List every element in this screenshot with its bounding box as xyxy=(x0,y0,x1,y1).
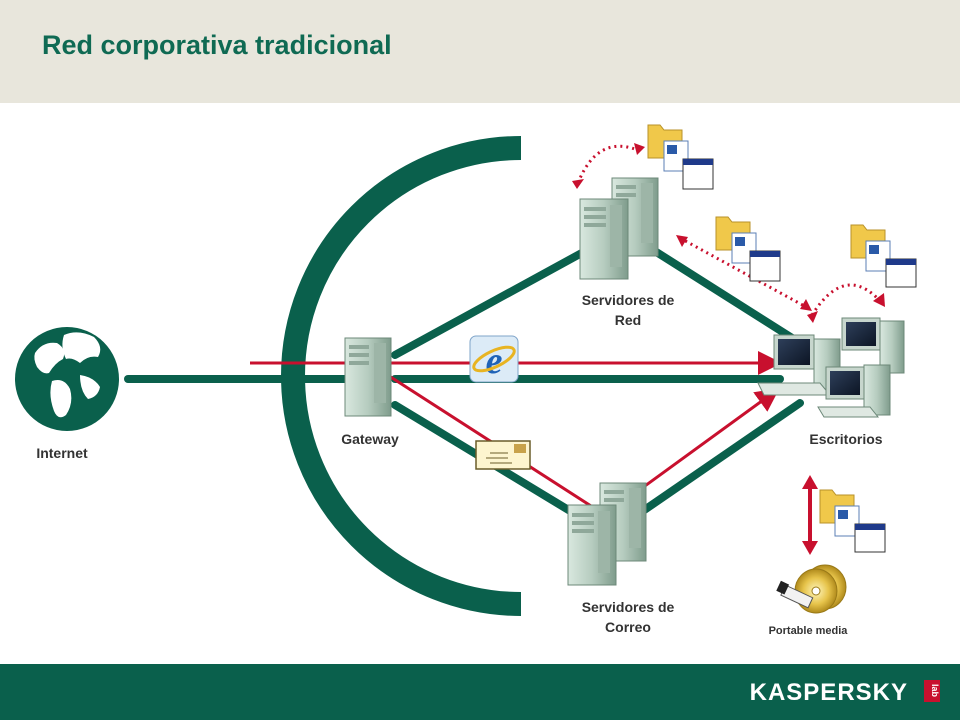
cd-icon xyxy=(794,564,847,614)
network-links xyxy=(124,239,804,527)
internet-label: Internet xyxy=(36,445,88,461)
internet-explorer-icon: e xyxy=(469,335,519,383)
mail-servers-label-line2: Correo xyxy=(605,619,651,635)
sync-arrows xyxy=(576,144,882,316)
network-servers-label-line1: Servidores de xyxy=(581,292,675,308)
network-servers-icon xyxy=(579,177,659,280)
window-icon xyxy=(682,158,917,553)
kaspersky-lab-badge: lab xyxy=(924,680,940,702)
header-bar: Red corporativa tradicional xyxy=(0,0,960,103)
media-arrow xyxy=(802,475,818,555)
svg-text:e: e xyxy=(486,340,503,382)
gateway-label: Gateway xyxy=(341,431,399,447)
network-servers-label-line2: Red xyxy=(614,312,642,328)
link-mailservers-desktops xyxy=(636,399,804,517)
kaspersky-logo: KASPERSKY xyxy=(749,679,908,706)
desktop-computers-icon xyxy=(757,317,905,418)
network-diagram: e Internet Gateway Servidores de Red Ser… xyxy=(0,103,960,664)
sync-arrowheads xyxy=(572,143,885,323)
sync-arrow-desktops xyxy=(810,283,882,316)
sync-arrow-net-desktops xyxy=(679,236,809,310)
footer-bar: KASPERSKY lab xyxy=(0,664,960,720)
sync-arrow-netservers xyxy=(576,144,641,184)
diagram-canvas: e xyxy=(15,124,917,616)
flash-drive-icon xyxy=(776,580,814,609)
mail-servers-label-line1: Servidores de xyxy=(581,599,675,615)
mail-servers-icon xyxy=(567,482,647,586)
portable-media-label: Portable media xyxy=(768,625,848,637)
link-gateway-netservers xyxy=(391,239,604,359)
gateway-server-icon xyxy=(344,337,392,417)
desktops-label: Escritorios xyxy=(809,431,883,447)
threat-mail-path xyxy=(371,363,780,517)
globe-icon xyxy=(15,327,119,431)
link-netservers-desktops xyxy=(646,244,804,347)
envelope-icon xyxy=(475,440,531,470)
page-title: Red corporativa tradicional xyxy=(42,30,392,60)
